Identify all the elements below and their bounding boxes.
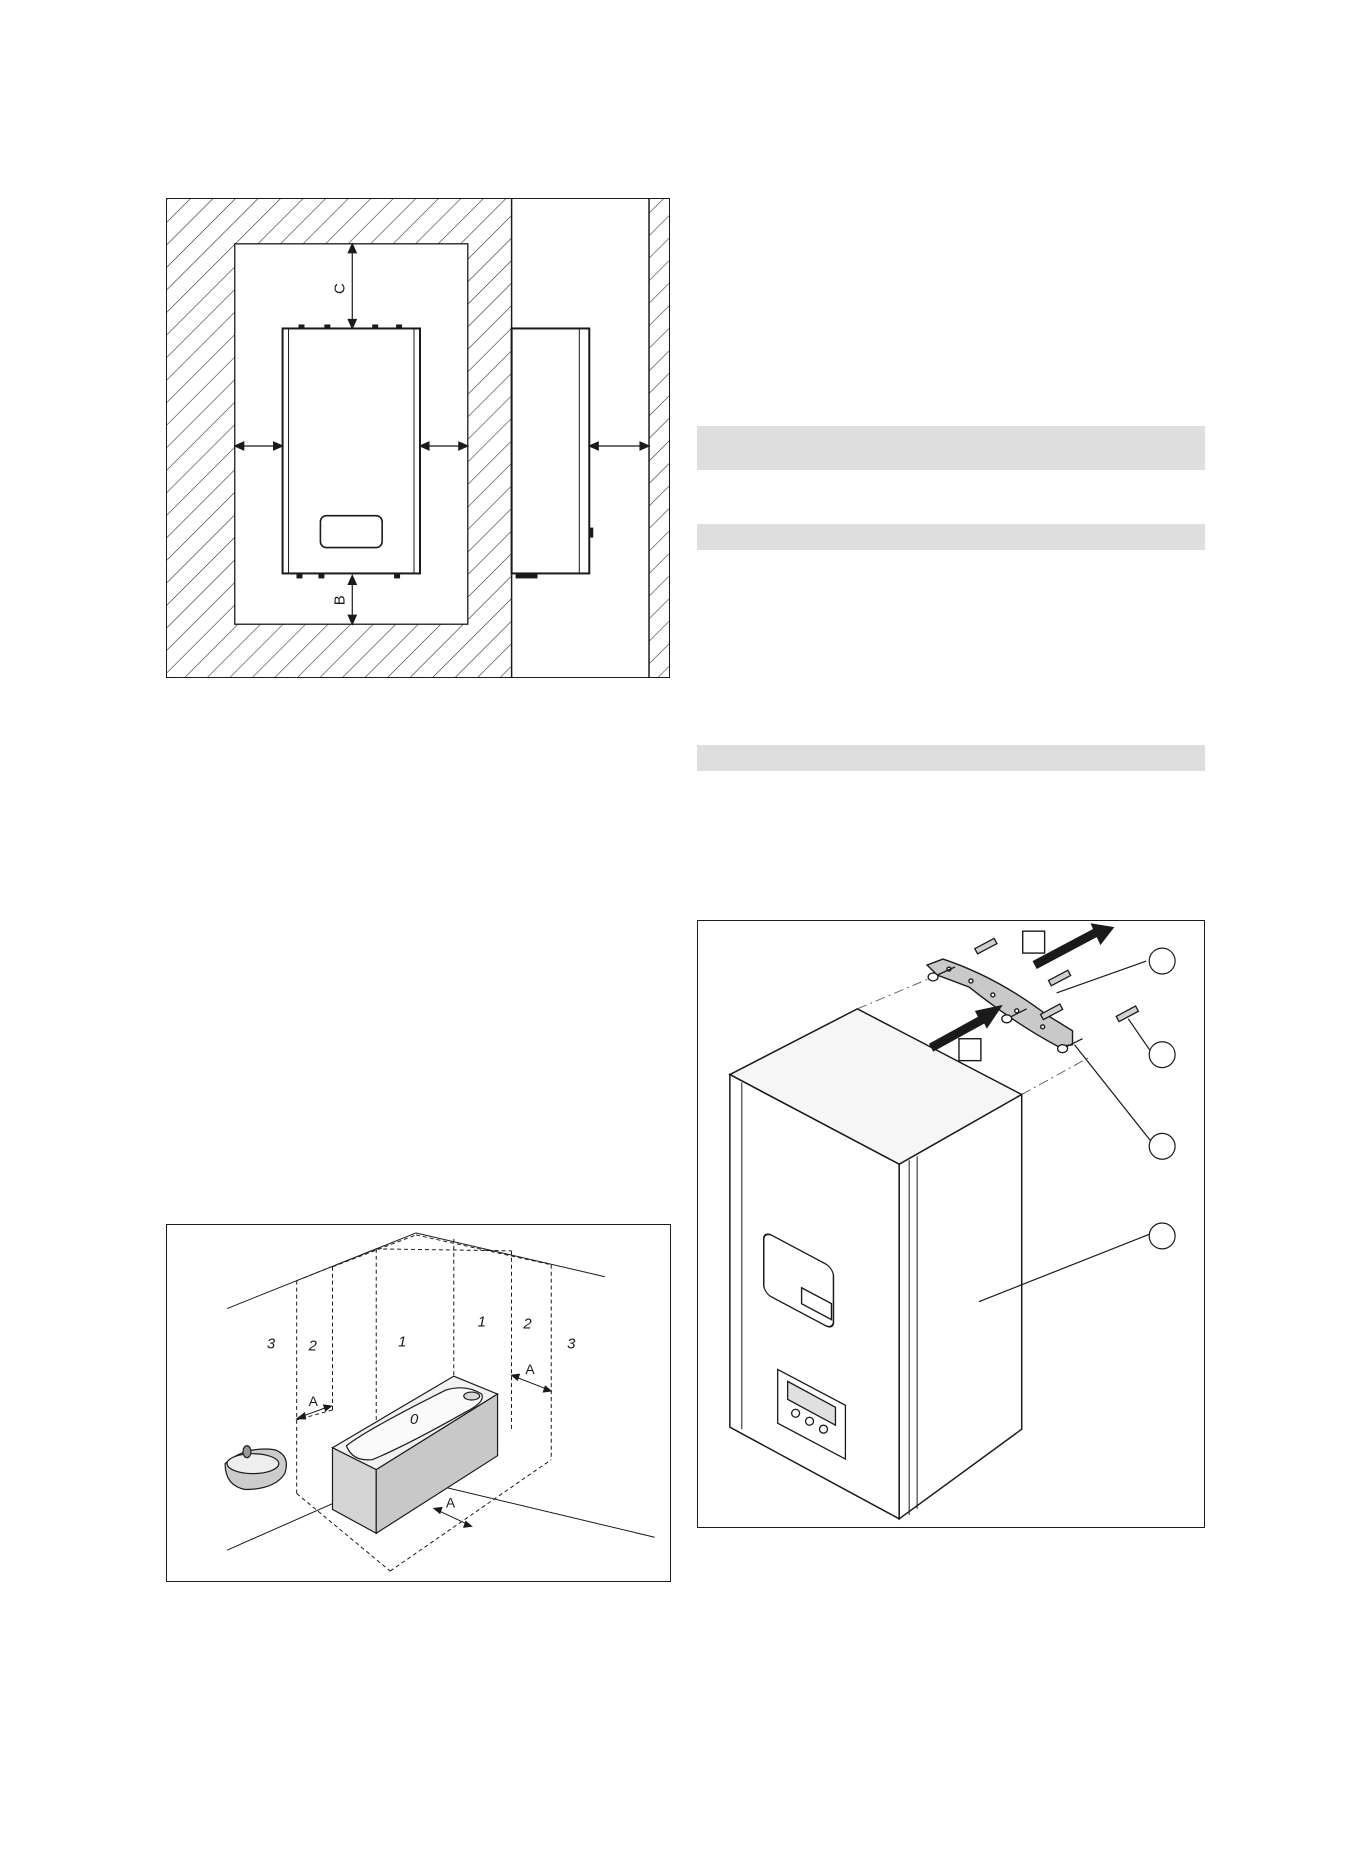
label-clearance-top: C — [331, 283, 348, 294]
screw-3 — [1056, 1038, 1083, 1054]
wall-plug-1 — [973, 937, 998, 955]
distance-label-a-front: A — [446, 1494, 456, 1510]
screw-2 — [1001, 1008, 1027, 1024]
screw-1 — [927, 966, 956, 982]
heading-bar-3 — [697, 745, 1205, 771]
control-panel — [777, 1368, 847, 1461]
distance-label-a-right: A — [525, 1361, 535, 1377]
zone-label-1-right: 1 — [478, 1314, 486, 1330]
wall-bracket — [925, 958, 1074, 1048]
distance-label-a-left: A — [309, 1393, 319, 1409]
direction-arrow-1 — [928, 1004, 1003, 1052]
boiler-front-view — [281, 324, 421, 579]
wall-plug-2 — [1047, 969, 1072, 987]
wall-plug-4 — [1039, 1003, 1064, 1021]
figure-boiler-mounting — [697, 920, 1205, 1528]
logo-badge-icon — [800, 1286, 833, 1321]
wall-plug-3 — [1115, 1005, 1140, 1023]
zone-label-3-right: 3 — [567, 1336, 576, 1352]
bathroom-zones-drawing: 3 2 1 1 2 3 0 A A A — [224, 1232, 655, 1572]
bathtub — [331, 1375, 499, 1535]
heading-bar-2 — [697, 524, 1205, 550]
direction-arrow-2 — [1032, 923, 1115, 969]
figure-bathroom-zones: 3 2 1 1 2 3 0 A A A — [166, 1224, 671, 1582]
zone-label-1-left: 1 — [398, 1334, 406, 1350]
callout-3 — [1148, 1132, 1176, 1160]
step-box-1 — [1022, 930, 1046, 954]
boiler-side-view — [510, 327, 594, 579]
callout-1 — [1148, 947, 1176, 975]
hatched-wall-side — [649, 199, 669, 677]
callout-2 — [1148, 1041, 1176, 1069]
figure-clearance-diagram: C B — [166, 198, 670, 678]
zone-label-0-bath: 0 — [410, 1412, 419, 1428]
label-clearance-bottom: B — [331, 595, 348, 605]
step-box-2 — [958, 1038, 982, 1062]
callout-4 — [1148, 1222, 1176, 1250]
mounting-drawing — [728, 923, 1176, 1521]
boiler-3d — [728, 1008, 1024, 1521]
zone-label-3-left: 3 — [267, 1336, 276, 1352]
zone-label-2-left: 2 — [308, 1338, 318, 1354]
heading-bar-1 — [697, 426, 1205, 470]
zone-label-2-right: 2 — [522, 1316, 532, 1332]
clearance-drawing: C B — [167, 199, 669, 677]
washbasin — [224, 1445, 287, 1491]
